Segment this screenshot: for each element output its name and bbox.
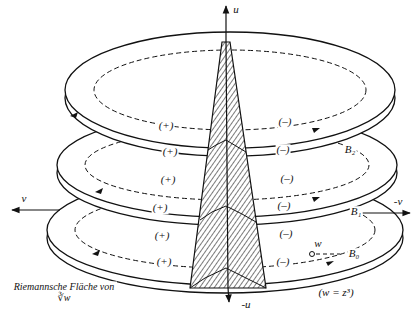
formula-label: (w = z³) <box>317 287 354 299</box>
sheet-label: B₁ <box>350 206 363 218</box>
path-from-w <box>316 254 340 255</box>
sign-label: (–) <box>277 200 292 212</box>
sign-label: (+) <box>154 230 171 242</box>
sign-label: (+) <box>156 256 173 268</box>
sign-label: (–) <box>278 116 293 128</box>
axis-label: -v <box>393 196 404 208</box>
coordinate-axes <box>12 6 410 302</box>
sign-label: (+) <box>152 202 169 214</box>
point-w <box>310 252 315 257</box>
sign-label: (+) <box>160 174 177 186</box>
axis-label: -u <box>240 299 251 311</box>
axis-label: u <box>232 4 240 16</box>
sheet-label: B₂ <box>344 144 357 156</box>
branch-cut-wedge <box>190 42 266 288</box>
caption-note: Riemannsche Fläche von ∛w <box>11 282 117 303</box>
sign-label: (–) <box>276 256 291 268</box>
sign-label: (–) <box>280 173 295 185</box>
sign-label: (+) <box>158 120 175 132</box>
sign-label: (–) <box>276 144 291 156</box>
sheet-label: B₀ <box>348 248 361 260</box>
sign-label: (+) <box>162 146 179 158</box>
point-label: w <box>313 238 322 250</box>
axis-label: v <box>21 193 28 205</box>
sign-label: (–) <box>279 228 294 240</box>
